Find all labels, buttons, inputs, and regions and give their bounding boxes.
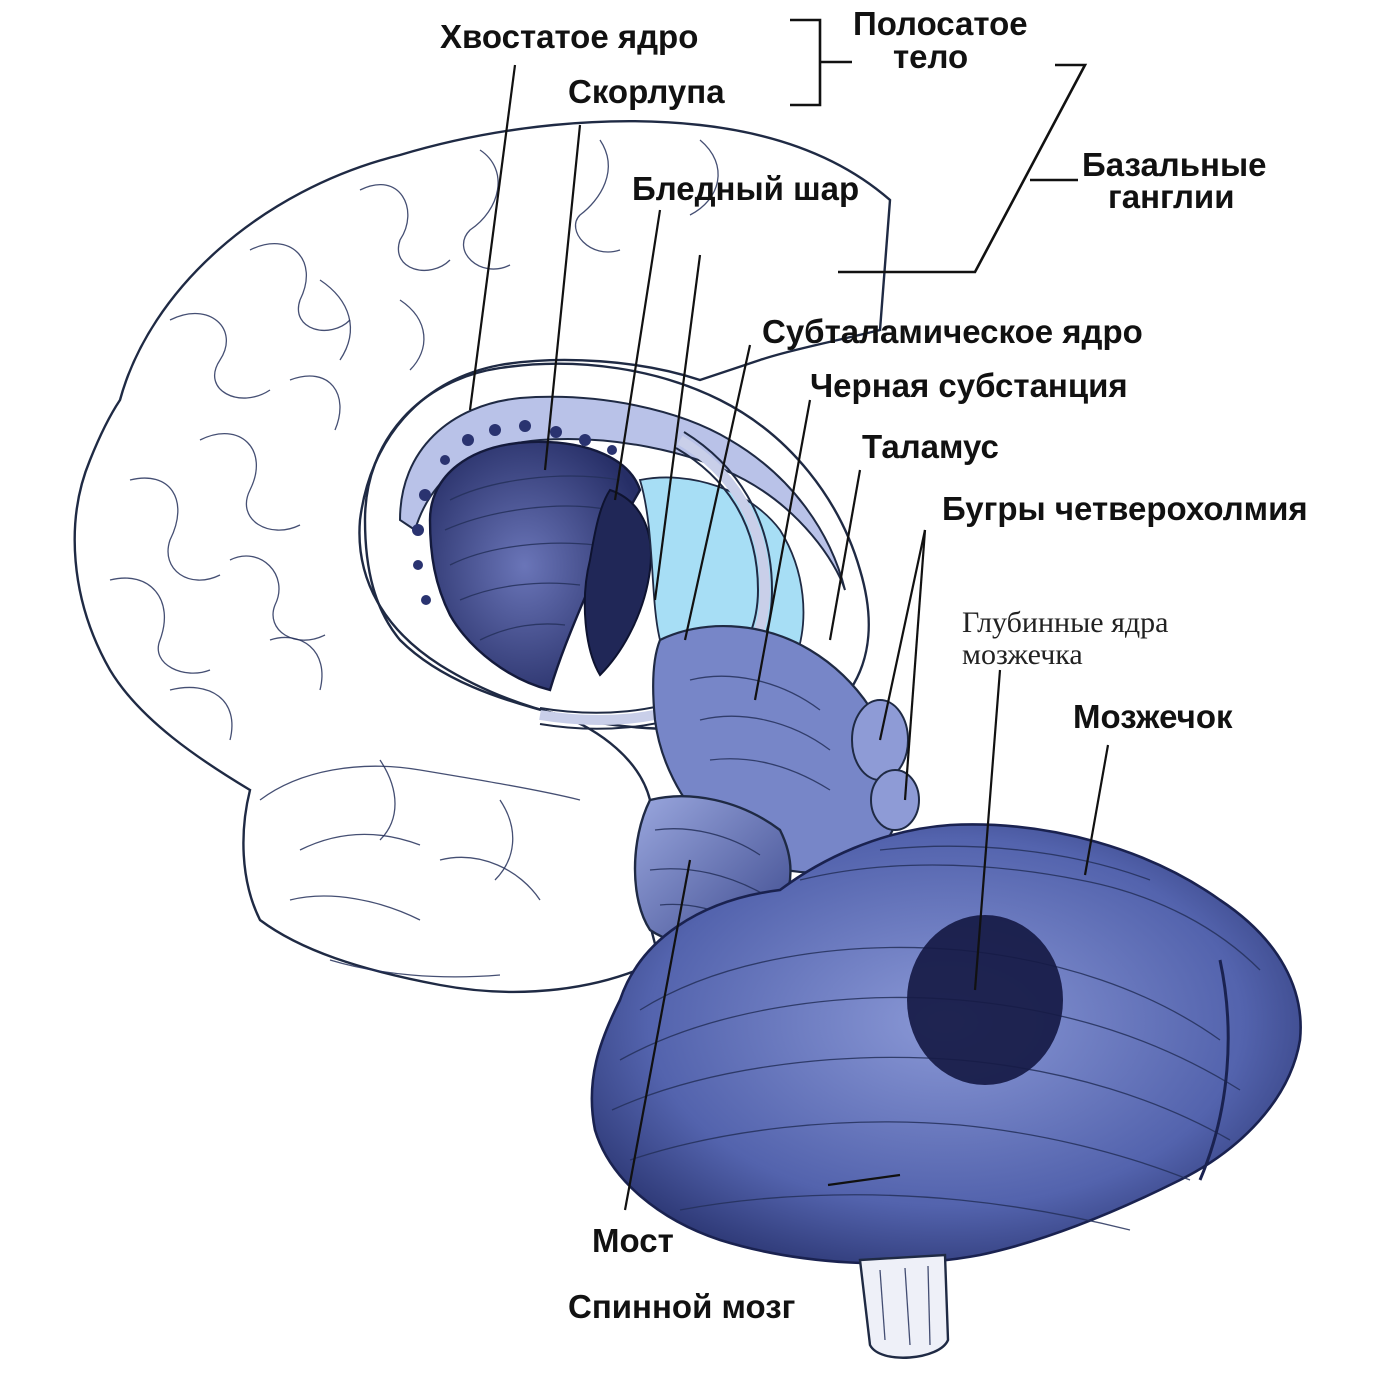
deep-nuclei-spot [907,915,1063,1085]
spinal-cord-shape [858,1253,950,1359]
leader-lines [468,64,1110,1211]
label-pons: Мост [592,1222,674,1259]
cerebellum-shape [590,823,1302,1265]
label-subthalamic-nucleus: Субталамическое ядро [762,313,1143,350]
basal-ganglia-cut [363,362,920,874]
label-deep-nuclei-line2: мозжечка [962,638,1083,671]
basal-ganglia-brace [838,63,1088,274]
label-colliculi: Бугры четверохолмия [942,490,1308,527]
caudate-spots [412,420,617,605]
cerebral-hemisphere [73,120,892,994]
label-striatum-line2: тело [893,38,968,75]
label-basal-ganglia-line1: Базальные [1082,146,1267,183]
label-deep-nuclei-line1: Глубинные ядра [962,606,1168,639]
striatum-brace [790,18,852,107]
label-thalamus: Таламус [862,428,999,465]
label-spinal-cord: Спинной мозг [568,1288,795,1325]
label-basal-ganglia-line2: ганглии [1108,178,1235,215]
label-putamen: Скорлупа [568,73,725,110]
label-cerebellum: Мозжечок [1073,698,1233,735]
label-striatum-line1: Полосатое [853,5,1028,42]
label-substantia-nigra: Черная субстанция [810,367,1128,404]
label-caudate-nucleus: Хвостатое ядро [440,18,698,55]
label-globus-pallidus: Бледный шар [632,170,859,207]
